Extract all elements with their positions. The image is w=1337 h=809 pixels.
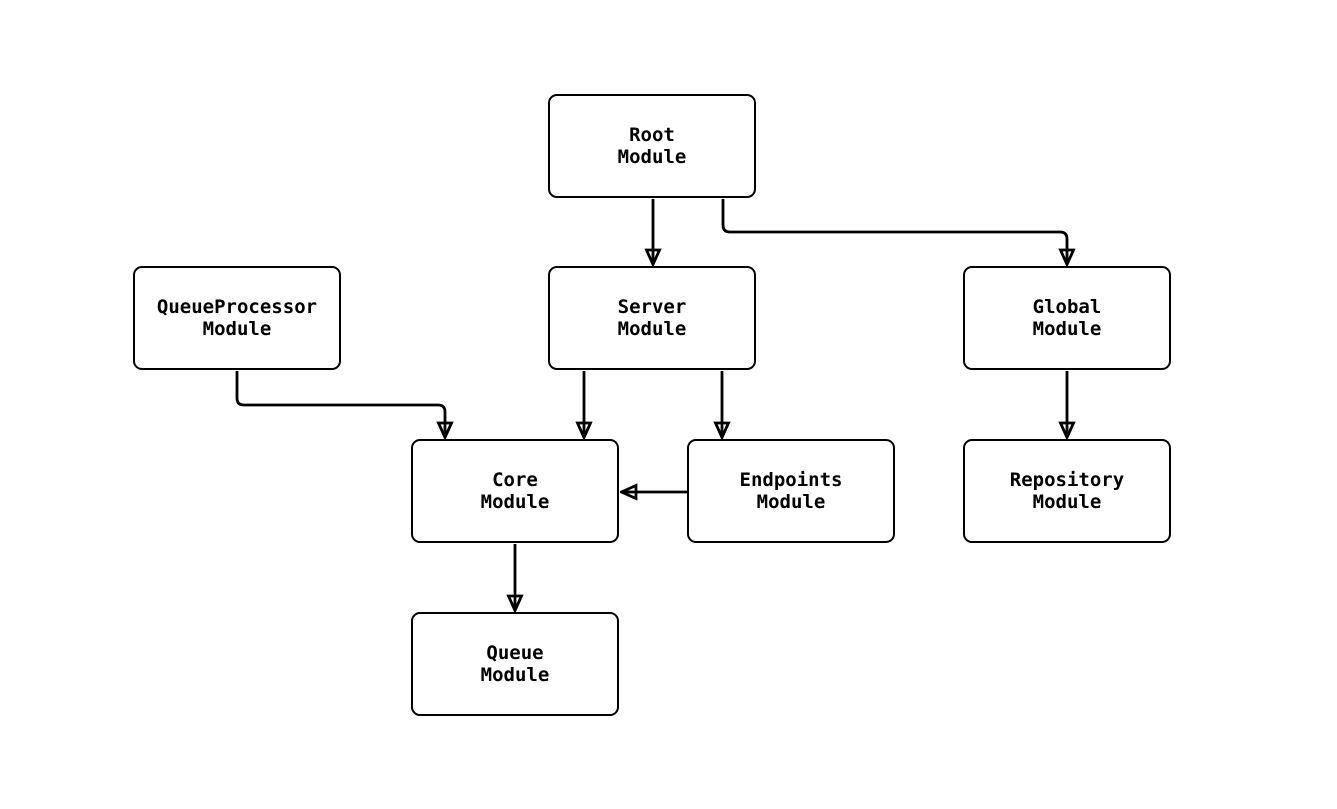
node-server-module: Server Module <box>548 266 756 370</box>
node-core-module: Core Module <box>411 439 619 543</box>
edge-queueprocessor-to-core <box>235 371 445 435</box>
node-root-module-label: Root Module <box>617 124 687 168</box>
node-queue-module: Queue Module <box>411 612 619 716</box>
node-endpoints-module: Endpoints Module <box>687 439 895 543</box>
node-queue-module-label: Queue Module <box>480 642 550 686</box>
node-global-module: Global Module <box>963 266 1171 370</box>
node-server-module-label: Server Module <box>617 296 687 340</box>
node-root-module: Root Module <box>548 94 756 198</box>
node-core-module-label: Core Module <box>480 469 550 513</box>
edge-root-to-global <box>721 199 1067 262</box>
node-repository-module-label: Repository Module <box>1009 469 1125 513</box>
node-global-module-label: Global Module <box>1032 296 1102 340</box>
node-queueprocessor-module: QueueProcessor Module <box>133 266 341 370</box>
node-endpoints-module-label: Endpoints Module <box>739 469 843 513</box>
node-queueprocessor-module-label: QueueProcessor Module <box>156 296 318 340</box>
node-repository-module: Repository Module <box>963 439 1171 543</box>
